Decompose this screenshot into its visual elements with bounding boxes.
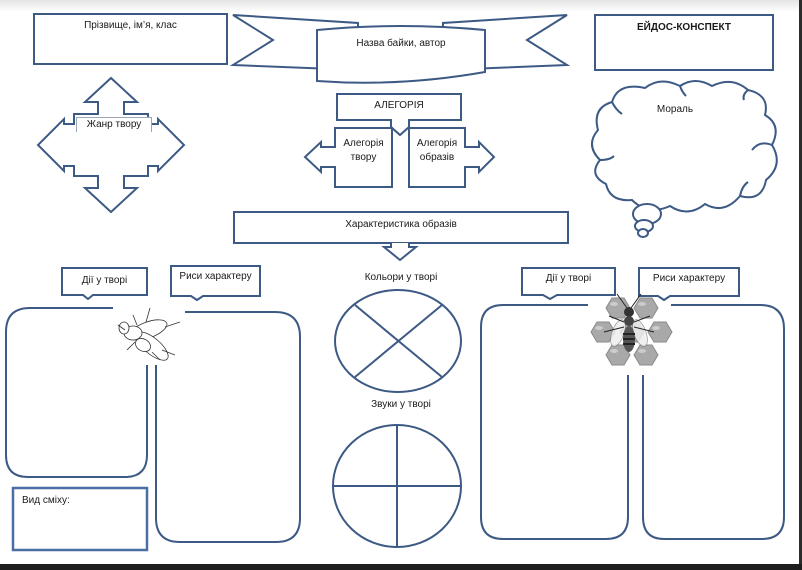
thought-bubble-small [637,228,649,238]
characteristics-box [233,211,569,244]
left-traits-panel[interactable] [155,311,301,543]
page-top-shadow [0,0,802,12]
student-name-label: Прізвище, ім’я, клас [84,20,177,31]
left-actions-label: Дії у творі [81,275,128,286]
allegory-work-label-line1: Алегорія [343,138,384,149]
worksheet-title-box [594,14,774,71]
allegory-title-box [336,93,462,137]
fable-title-ribbon[interactable] [229,14,571,84]
allegory-title: АЛЕГОРІЯ [374,100,424,111]
humor-type-label: Вид сміху: [22,495,70,506]
allegory-images-callout[interactable] [408,127,496,188]
right-traits-label-box [638,267,740,302]
left-actions-panel[interactable] [5,307,148,478]
sounds-label: Звуки у творі [371,399,431,410]
characteristics-label: Характеристика образів [345,219,457,230]
genre-four-way-arrow[interactable] [36,76,186,214]
fly-illustration [117,307,181,361]
right-actions-panel[interactable] [480,304,629,540]
worksheet-title: ЕЙДОС-КОНСПЕКТ [637,22,731,33]
left-traits-label-box [170,265,261,302]
window-bottom-edge [0,564,802,570]
moral-label: Мораль [656,104,694,115]
right-actions-label: Дії у творі [545,273,592,284]
allegory-work-callout[interactable] [303,127,393,188]
humor-type-box[interactable] [11,486,149,552]
fable-title-label: Назва байки, автор [356,38,446,49]
allegory-images-label-line1: Алегорія [416,138,458,149]
genre-label: Жанр твору [76,117,152,132]
right-actions-label-box [521,267,616,301]
right-traits-panel[interactable] [642,304,785,540]
left-traits-label: Риси характеру [179,271,252,282]
window-right-edge [799,0,802,570]
sounds-circle[interactable] [332,424,462,548]
colors-circle[interactable] [334,289,462,393]
colors-label: Кольори у творі [364,272,438,283]
right-traits-label: Риси характеру [652,273,726,284]
moral-thought-cloud[interactable] [591,80,778,238]
left-actions-label-box [61,267,148,301]
characteristics-down-arrow [381,243,419,262]
bee-on-honeycomb-illustration [590,293,673,366]
ribbon-center [316,25,486,84]
allegory-images-label-line2: образів [419,152,455,163]
student-name-box[interactable] [33,13,228,65]
allegory-work-label-line2: твору [350,152,377,163]
